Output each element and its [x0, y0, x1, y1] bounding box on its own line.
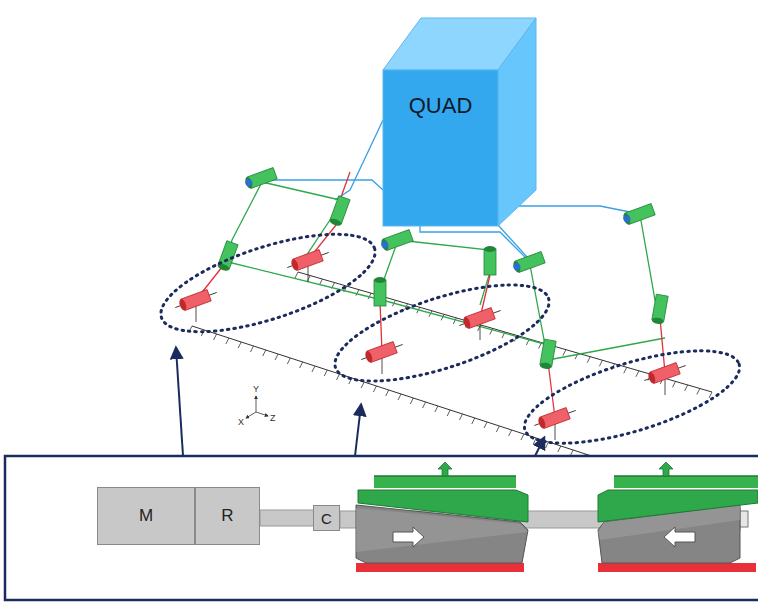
node-text: M [139, 506, 153, 526]
drive-component-box: M [97, 487, 195, 545]
drive-component-box: C [313, 505, 340, 531]
axis-label: X [238, 418, 244, 427]
node-text: R [221, 506, 233, 526]
drive-component-box: R [195, 487, 260, 545]
node-text: QUAD [409, 93, 473, 119]
quad-cube [383, 18, 536, 226]
axis-label: Z [270, 414, 276, 423]
ground-hatching [189, 272, 712, 468]
callout-arrow [176, 348, 544, 456]
actuator-detail [260, 462, 758, 572]
detail-panel [5, 456, 758, 600]
axis-symbol [246, 396, 268, 418]
node-text: C [321, 510, 332, 527]
quad-body: QUAD [383, 86, 498, 126]
axis-label: Y [253, 385, 259, 394]
group-ellipse [150, 214, 749, 462]
